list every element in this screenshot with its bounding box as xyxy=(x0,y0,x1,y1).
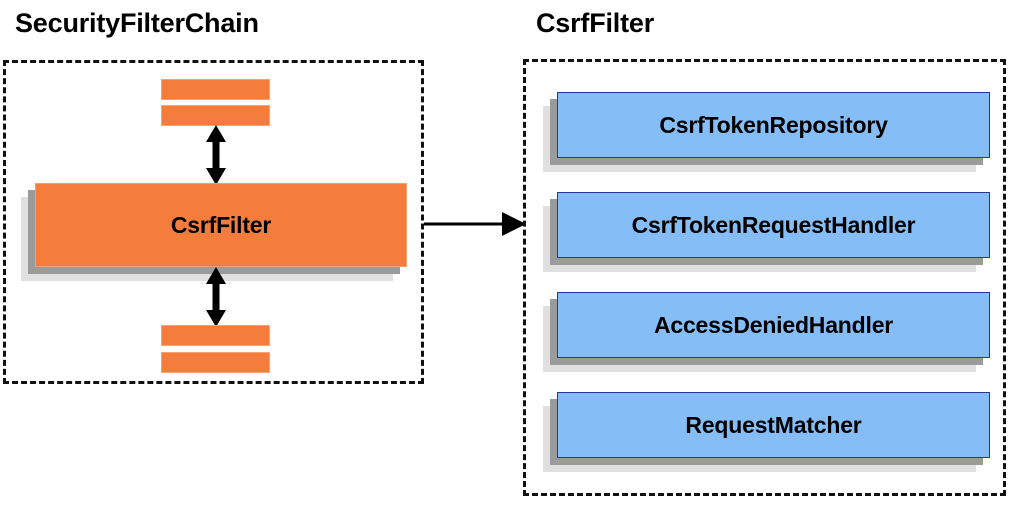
component-csrf-token-repository[interactable]: CsrfTokenRepository xyxy=(543,92,990,172)
component-face: RequestMatcher xyxy=(557,392,990,458)
component-label-access-denied-handler: AccessDeniedHandler xyxy=(653,311,894,338)
filter-bar-top-1 xyxy=(161,79,270,100)
component-face: AccessDeniedHandler xyxy=(557,292,990,358)
component-label-csrf-filter: CsrfFilter xyxy=(170,211,272,238)
connector-expand-arrow-icon xyxy=(424,212,526,236)
connector-chain-up-icon xyxy=(206,125,226,185)
filter-bar-top-2 xyxy=(161,105,270,126)
component-csrf-token-request-handler[interactable]: CsrfTokenRequestHandler xyxy=(543,192,990,272)
component-face: CsrfTokenRequestHandler xyxy=(557,192,990,258)
page-title-security-filter-chain: SecurityFilterChain xyxy=(15,8,259,38)
component-label-csrf-token-repository: CsrfTokenRepository xyxy=(659,111,888,138)
filter-bar-bottom-2 xyxy=(161,352,270,373)
component-request-matcher[interactable]: RequestMatcher xyxy=(543,392,990,472)
filter-bar-bottom-1 xyxy=(161,325,270,346)
component-label-csrf-token-request-handler: CsrfTokenRequestHandler xyxy=(631,211,916,238)
component-face: CsrfTokenRepository xyxy=(557,92,990,158)
component-csrf-filter[interactable]: CsrfFilter xyxy=(21,183,407,281)
group-box-security-filter-chain xyxy=(3,60,424,384)
page-title-csrf-filter: CsrfFilter xyxy=(536,8,655,38)
connector-chain-down-icon xyxy=(206,267,226,327)
group-box-csrf-filter-detail xyxy=(523,59,1006,496)
component-face: CsrfFilter xyxy=(35,183,407,267)
component-label-request-matcher: RequestMatcher xyxy=(685,411,862,438)
component-access-denied-handler[interactable]: AccessDeniedHandler xyxy=(543,292,990,372)
